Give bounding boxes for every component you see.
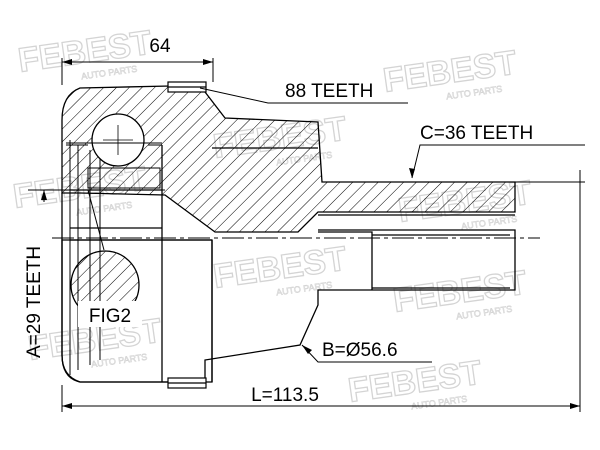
cage-slot (87, 167, 161, 189)
dim-length: L=113.5 (61, 170, 585, 412)
dim-64-label: 64 (149, 36, 171, 57)
label-length: L=113.5 (251, 385, 319, 406)
cage-window (66, 142, 162, 146)
callout-diameter: B=Ø56.6 (301, 340, 432, 363)
leader-88 (199, 87, 408, 104)
fig2-detail[interactable]: FIG2 (60, 240, 160, 340)
fig2-label-bg (78, 301, 142, 327)
clamp-band (167, 81, 207, 389)
shaft-lower-outline (318, 231, 373, 290)
watermark-logo: FEBEST AUTO PARTS (390, 263, 530, 322)
housing-outline (61, 193, 516, 383)
dim-29-arrow (41, 190, 47, 200)
label-36-teeth: C=36 TEETH (420, 123, 533, 144)
label-29-teeth: A=29 TEETH (24, 246, 45, 358)
watermark-logo: FEBEST AUTO PARTS (380, 43, 520, 102)
label-88-teeth: 88 TEETH (285, 81, 373, 102)
label-diameter: B=Ø56.6 (322, 340, 398, 361)
callout-88-teeth: 88 TEETH (199, 81, 408, 104)
callout-36-teeth: C=36 TEETH (409, 123, 585, 179)
leader-36 (411, 144, 585, 179)
joint-body (61, 85, 516, 383)
ball-and-cage (66, 113, 162, 189)
leader-36-arrow (409, 168, 415, 178)
watermark-logo: FEBEST AUTO PARTS (15, 23, 155, 82)
watermark-logo: FEBEST AUTO PARTS (210, 239, 350, 298)
dim-64: 64 (61, 36, 214, 85)
watermark-logo: FEBEST AUTO PARTS (345, 353, 485, 412)
fig2-label: FIG2 (89, 306, 131, 327)
leader-diameter-arrow (302, 345, 312, 354)
face-steps (69, 140, 101, 375)
dim-29-leader (87, 189, 105, 251)
dim-29-teeth: A=29 TEETH (24, 189, 165, 358)
